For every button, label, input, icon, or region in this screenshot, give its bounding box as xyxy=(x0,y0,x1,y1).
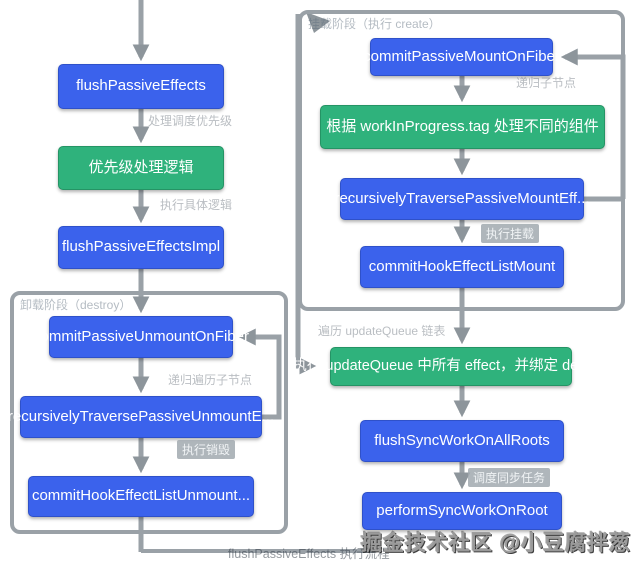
edge-label-unmount-recurse: 递归遍历子节点 xyxy=(168,373,253,387)
juejin-watermark: 掘金技术社区 @小豆腐拌葱 xyxy=(361,532,631,555)
diagram-caption: flushPassiveEffects 执行流程 xyxy=(228,547,390,561)
unmount-phase-container xyxy=(10,291,288,534)
mount-entry-arrowhead xyxy=(306,12,330,33)
mount-phase-container xyxy=(298,10,625,311)
node-priority-logic: 优先级处理逻辑 xyxy=(58,146,224,190)
node-commit-passive-unmount-on-fiber: commitPassiveUnmountOnFiber xyxy=(33,316,249,358)
node-flush-sync-work-on-all-roots: flushSyncWorkOnAllRoots xyxy=(360,420,564,462)
edge-chip-unmount-destroy: 执行销毁 xyxy=(177,440,236,459)
node-perform-sync-work-on-root: performSyncWorkOnRoot xyxy=(362,492,562,530)
node-commit-hook-effect-list-mount: commitHookEffectListMount xyxy=(360,246,564,288)
edge-label-mount-recurse: 递归子节点 xyxy=(516,76,577,90)
unmount-phase-label: 卸载阶段（destroy） xyxy=(20,298,132,312)
edge-label-impl: 执行具体逻辑 xyxy=(160,198,233,212)
node-commit-passive-mount-on-fiber: commitPassiveMountOnFiber xyxy=(363,38,560,76)
edge-chip-sync: 调度同步任务 xyxy=(468,468,551,487)
node-recursively-traverse-passive-mount: recursivelyTraversePassiveMountEff... xyxy=(334,178,590,220)
node-flush-passive-effects: flushPassiveEffects xyxy=(58,64,224,109)
node-flush-passive-effects-impl: flushPassiveEffectsImpl xyxy=(58,226,224,269)
edge-chip-mount: 执行挂载 xyxy=(481,224,540,243)
node-commit-hook-effect-list-unmount: commitHookEffectListUnmount... xyxy=(28,476,254,517)
edge-label-update-queue: 遍历 updateQueue 链表 xyxy=(318,324,446,338)
node-handle-by-workinprogress-tag: 根据 workInProgress.tag 处理不同的组件 xyxy=(320,105,605,149)
node-run-update-queue-effects: 执行 updateQueue 中所有 effect，并绑定 destroy xyxy=(292,347,610,386)
node-recursively-traverse-passive-unmount: recursivelyTraversePassiveUnmountE... xyxy=(8,396,274,438)
mount-phase-label: 挂载阶段（执行 create） xyxy=(308,17,441,31)
edge-label-priority: 处理调度优先级 xyxy=(148,114,233,128)
